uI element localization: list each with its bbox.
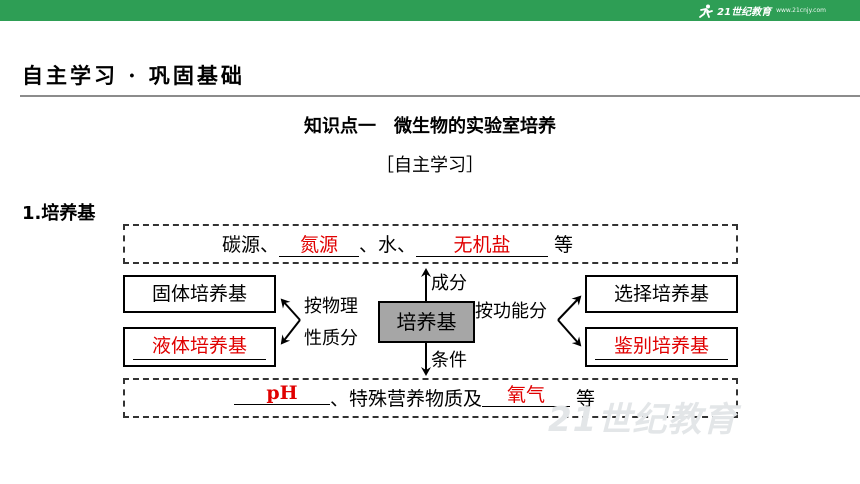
sub-heading: ［自主学习］	[376, 155, 484, 176]
conditions-box	[123, 378, 738, 418]
liquid-medium-label: 液体培养基	[151, 335, 247, 357]
solid-medium-label: 固体培养基	[151, 283, 247, 305]
label-conditions: 条件	[431, 350, 467, 371]
blank-oxygen: 氧气	[482, 384, 571, 407]
blank-ph: pH	[234, 382, 330, 405]
underline	[133, 359, 266, 360]
knowledge-point-title: 知识点一 微生物的实验室培养	[304, 116, 556, 137]
box-solid-medium: 固体培养基	[123, 275, 276, 313]
differential-medium-label: 鉴别培养基	[613, 335, 709, 357]
box-differential-medium: 鉴别培养基	[585, 327, 738, 367]
label-composition: 成分	[431, 273, 467, 294]
nutrients-row: 碳源、氮源、水、无机盐等	[222, 230, 573, 257]
text-carbon: 碳源、	[222, 234, 280, 256]
text-water: 、水、	[359, 234, 417, 256]
box-selective-medium: 选择培养基	[585, 275, 738, 313]
logo-sub: www.21cnjy.com	[776, 7, 826, 14]
label-by-physical: 按物理	[304, 296, 358, 317]
conditions-row: pH、特殊营养物质及氧气等	[234, 382, 596, 411]
box-liquid-medium: 液体培养基	[123, 327, 276, 367]
top-bar: 21世纪教育 www.21cnjy.com	[0, 0, 860, 21]
section-title: 自主学习 · 巩固基础	[22, 63, 245, 88]
text-special-nutrients: 、特殊营养物质及	[330, 388, 483, 410]
selective-medium-label: 选择培养基	[613, 283, 709, 305]
divider	[20, 95, 860, 97]
text-etc: 等	[554, 234, 574, 256]
nutrients-box	[123, 224, 738, 264]
blank-inorganic-salt: 无机盐	[416, 234, 549, 257]
logo-text: 21世纪教育	[717, 7, 772, 18]
text-etc2: 等	[576, 388, 596, 410]
watermark: 21世纪教育	[548, 400, 738, 440]
runner-icon	[699, 4, 714, 18]
label-by-property: 性质分	[304, 328, 358, 349]
brand-logo: 21世纪教育 www.21cnjy.com	[698, 2, 826, 19]
center-culture-medium: 培养基	[378, 301, 475, 343]
item-title: 1.培养基	[22, 203, 96, 224]
label-by-function: 按功能分	[475, 301, 547, 322]
blank-nitrogen: 氮源	[279, 234, 360, 257]
underline	[595, 359, 728, 360]
